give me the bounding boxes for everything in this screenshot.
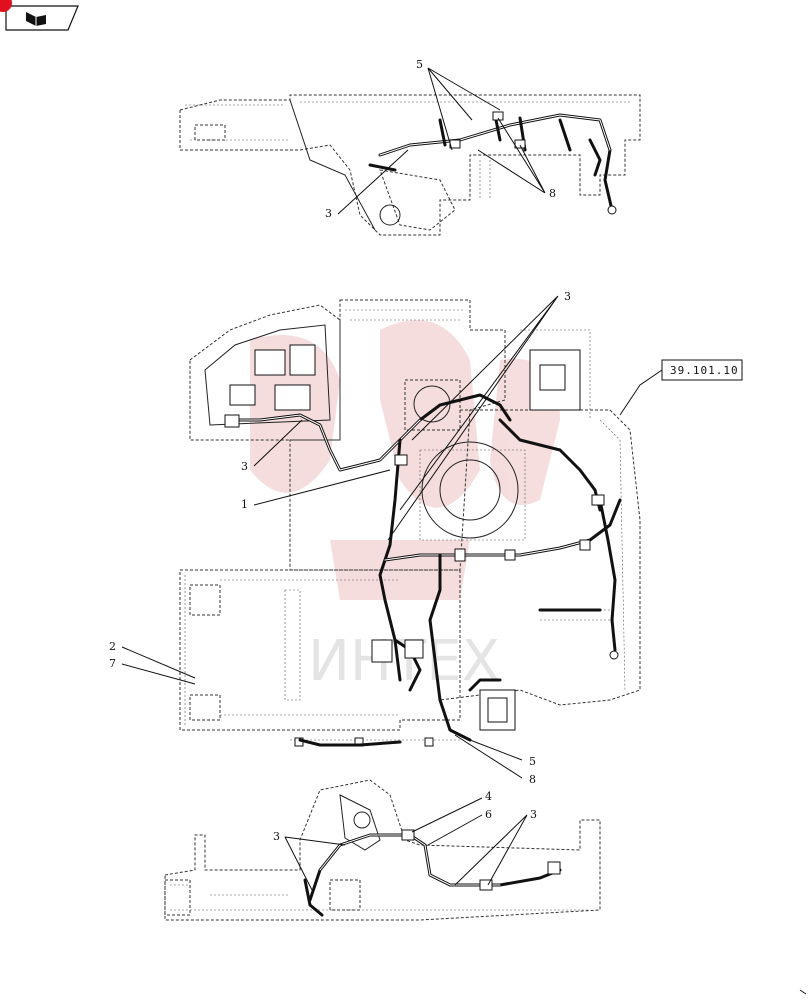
callout-top-3: 3 <box>325 207 332 220</box>
callout-mid-8: 8 <box>529 773 536 786</box>
callout-mid-5: 5 <box>529 755 536 768</box>
bottom-callouts: 4 6 3 3 <box>273 790 537 891</box>
reference-box-text: 39.101.10 <box>670 364 739 377</box>
corner-mark <box>799 989 807 995</box>
watermark-text: ИНТЕХ <box>308 629 500 694</box>
callout-bot-6: 6 <box>485 808 492 821</box>
top-callouts: 5 8 3 <box>325 58 556 220</box>
book-open-icon <box>26 12 46 26</box>
callout-mid-3-left: 3 <box>241 460 248 473</box>
callout-top-8: 8 <box>549 187 556 200</box>
bottom-side-view <box>164 779 601 921</box>
red-marker-icon <box>0 0 12 12</box>
callout-mid-3-upper: 3 <box>564 290 571 303</box>
callout-mid-7: 7 <box>109 657 116 670</box>
callout-top-5: 5 <box>416 58 423 71</box>
callout-mid-1: 1 <box>241 498 248 511</box>
callout-bot-4: 4 <box>485 790 492 803</box>
reference-box[interactable]: 39.101.10 <box>619 359 743 416</box>
callout-mid-2: 2 <box>109 640 116 653</box>
middle-plan-view <box>179 299 641 747</box>
corner-tab[interactable] <box>5 5 79 31</box>
callout-bot-3-left: 3 <box>273 830 280 843</box>
top-side-view <box>179 94 641 236</box>
middle-callouts: 3 3 1 2 7 5 8 <box>109 290 571 786</box>
callout-bot-3-right: 3 <box>530 808 537 821</box>
